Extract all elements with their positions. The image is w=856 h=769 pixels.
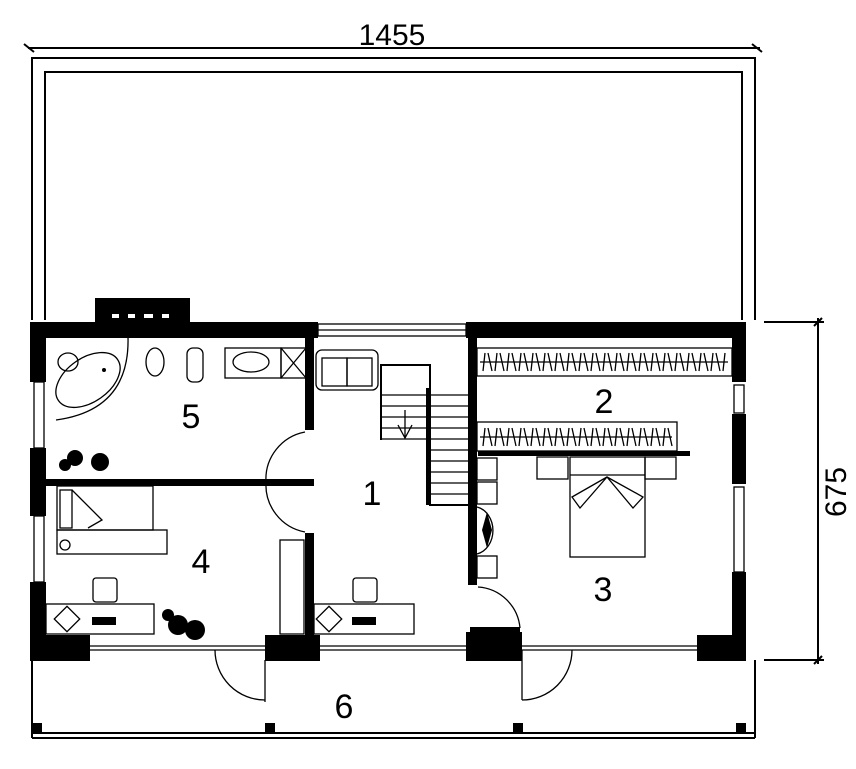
wardrobes — [476, 347, 733, 579]
room4-furniture — [45, 485, 305, 635]
room-label-1: 1 — [363, 475, 382, 513]
room-label-6: 6 — [335, 688, 354, 726]
interior-walls — [46, 337, 690, 636]
room-label-4: 4 — [192, 543, 211, 581]
bathroom-fixtures — [55, 336, 307, 421]
hall-desk — [313, 577, 415, 635]
width-dimension-label: 1455 — [359, 19, 426, 52]
exterior-walls — [30, 322, 746, 661]
depth-dimension-label: 675 — [820, 467, 853, 517]
sofa — [315, 349, 379, 391]
depth-dimension: 675 — [764, 317, 853, 665]
upper-terrace — [31, 57, 756, 320]
chimney — [95, 298, 190, 324]
lower-terrace — [31, 649, 756, 739]
double-bed — [536, 456, 677, 558]
room-label-3: 3 — [594, 571, 613, 609]
staircase — [380, 364, 468, 506]
room-label-2: 2 — [595, 383, 614, 421]
windows — [33, 323, 745, 651]
plant-icon — [59, 450, 205, 640]
room-label-5: 5 — [182, 398, 201, 436]
width-dimension: 1455 — [23, 19, 763, 53]
